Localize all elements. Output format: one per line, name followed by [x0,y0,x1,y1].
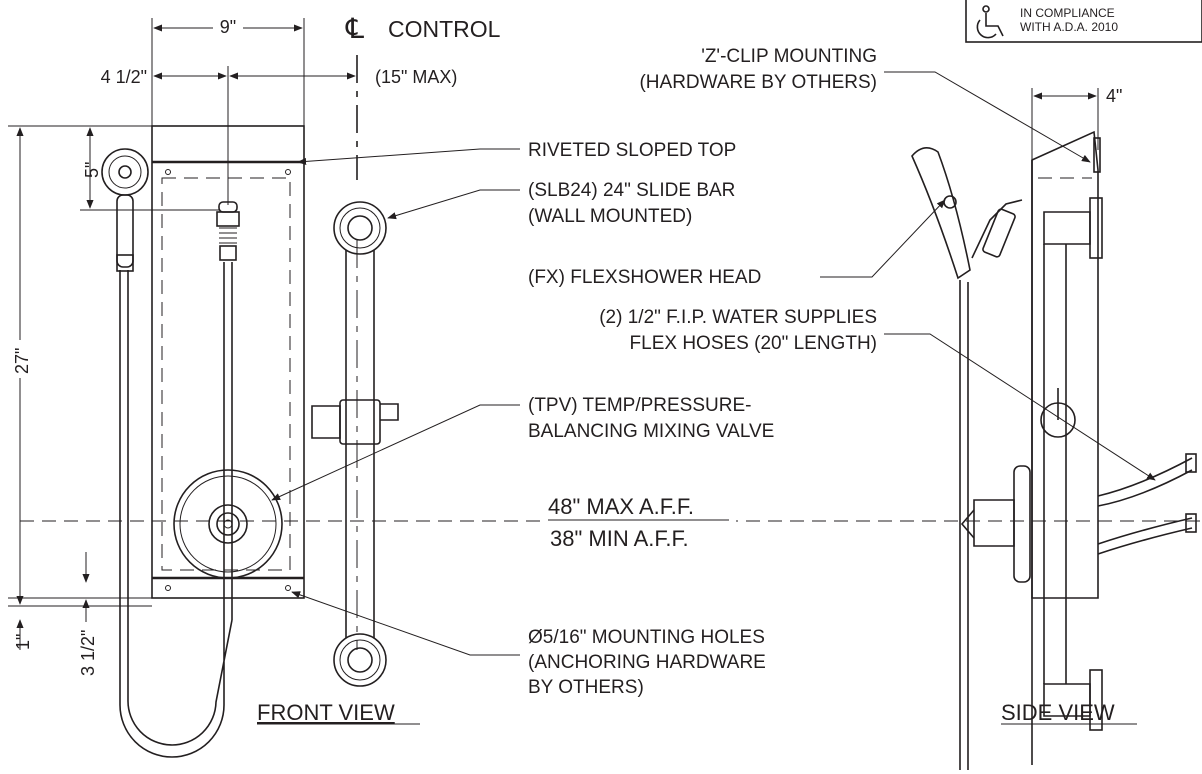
dim-valve-label: 3 1/2" [78,630,98,676]
callout-valve-2: BALANCING MIXING VALVE [528,421,774,442]
badge-line-1: IN COMPLIANCE [1020,6,1115,20]
flex-hose [223,262,233,620]
wheelchair-icon [976,5,1004,39]
slide-bar [311,201,399,687]
rivet [285,169,291,175]
hose-loop [119,270,233,758]
mounting-hole [165,585,171,591]
hose-connector [216,201,240,261]
callout-holes-3: BY OTHERS) [528,677,644,698]
hand-shower-head [101,148,149,272]
min-aff-label: 38" MIN A.F.F. [550,526,689,551]
side-valve-body [960,465,1031,583]
callout-supplies-1: (2) 1/2" F.I.P. WATER SUPPLIES [599,307,877,328]
callouts: RIVETED SLOPED TOP (SLB24) 24" SLIDE BAR… [271,46,1156,698]
rivet [165,169,171,175]
panel-hidden-outline [161,177,291,571]
dim-max-label: (15" MAX) [375,67,457,87]
dim-depth-label: 4" [1106,86,1122,106]
callout-holes-1: Ø5/16" MOUNTING HOLES [528,627,765,648]
side-slide-bar [1040,197,1103,731]
callout-z-clip-2: (HARDWARE BY OTHERS) [639,72,877,93]
callout-slide-bar-1: (SLB24) 24" SLIDE BAR [528,180,735,201]
dim-offset-label: 4 1/2" [101,67,147,87]
centerline-symbol: ℄ [345,13,364,44]
front-view: 9" 4 1/2" (15" MAX) [8,17,1200,758]
dim-total-label: 27" [12,348,32,374]
z-clip [1093,137,1101,173]
ada-compliance-badge: IN COMPLIANCE WITH A.D.A. 2010 [965,0,1202,43]
side-view-title: SIDE VIEW [1001,700,1115,725]
mounting-hole [285,585,291,591]
front-view-title: FRONT VIEW [257,700,395,725]
callout-supplies-2: FLEX HOSES (20" LENGTH) [630,333,877,354]
callout-z-clip-1: 'Z'-CLIP MOUNTING [701,46,877,67]
slide-bar-holder [311,399,399,445]
centerline-label: CONTROL [388,16,501,42]
callout-holes-2: (ANCHORING HARDWARE [528,652,766,673]
side-hand-shower [911,147,1023,770]
max-aff-label: 48" MAX A.F.F. [548,494,694,519]
callout-valve-1: (TPV) TEMP/PRESSURE- [528,395,751,416]
badge-frame [965,0,1202,43]
callout-slide-bar-2: (WALL MOUNTED) [528,206,692,227]
mixing-valve-trim [173,469,283,579]
dim-width-label: 9" [220,17,236,37]
dim-head-label: 5" [82,162,102,178]
side-panel-body [1031,130,1099,599]
callout-flex-head: (FX) FLEXSHOWER HEAD [528,267,761,288]
side-view: 4" [911,86,1197,770]
badge-line-2: WITH A.D.A. 2010 [1020,20,1118,34]
supply-hoses [1097,453,1197,555]
callout-sloped-top: RIVETED SLOPED TOP [528,140,736,161]
dim-gap-label: 1" [13,634,33,650]
